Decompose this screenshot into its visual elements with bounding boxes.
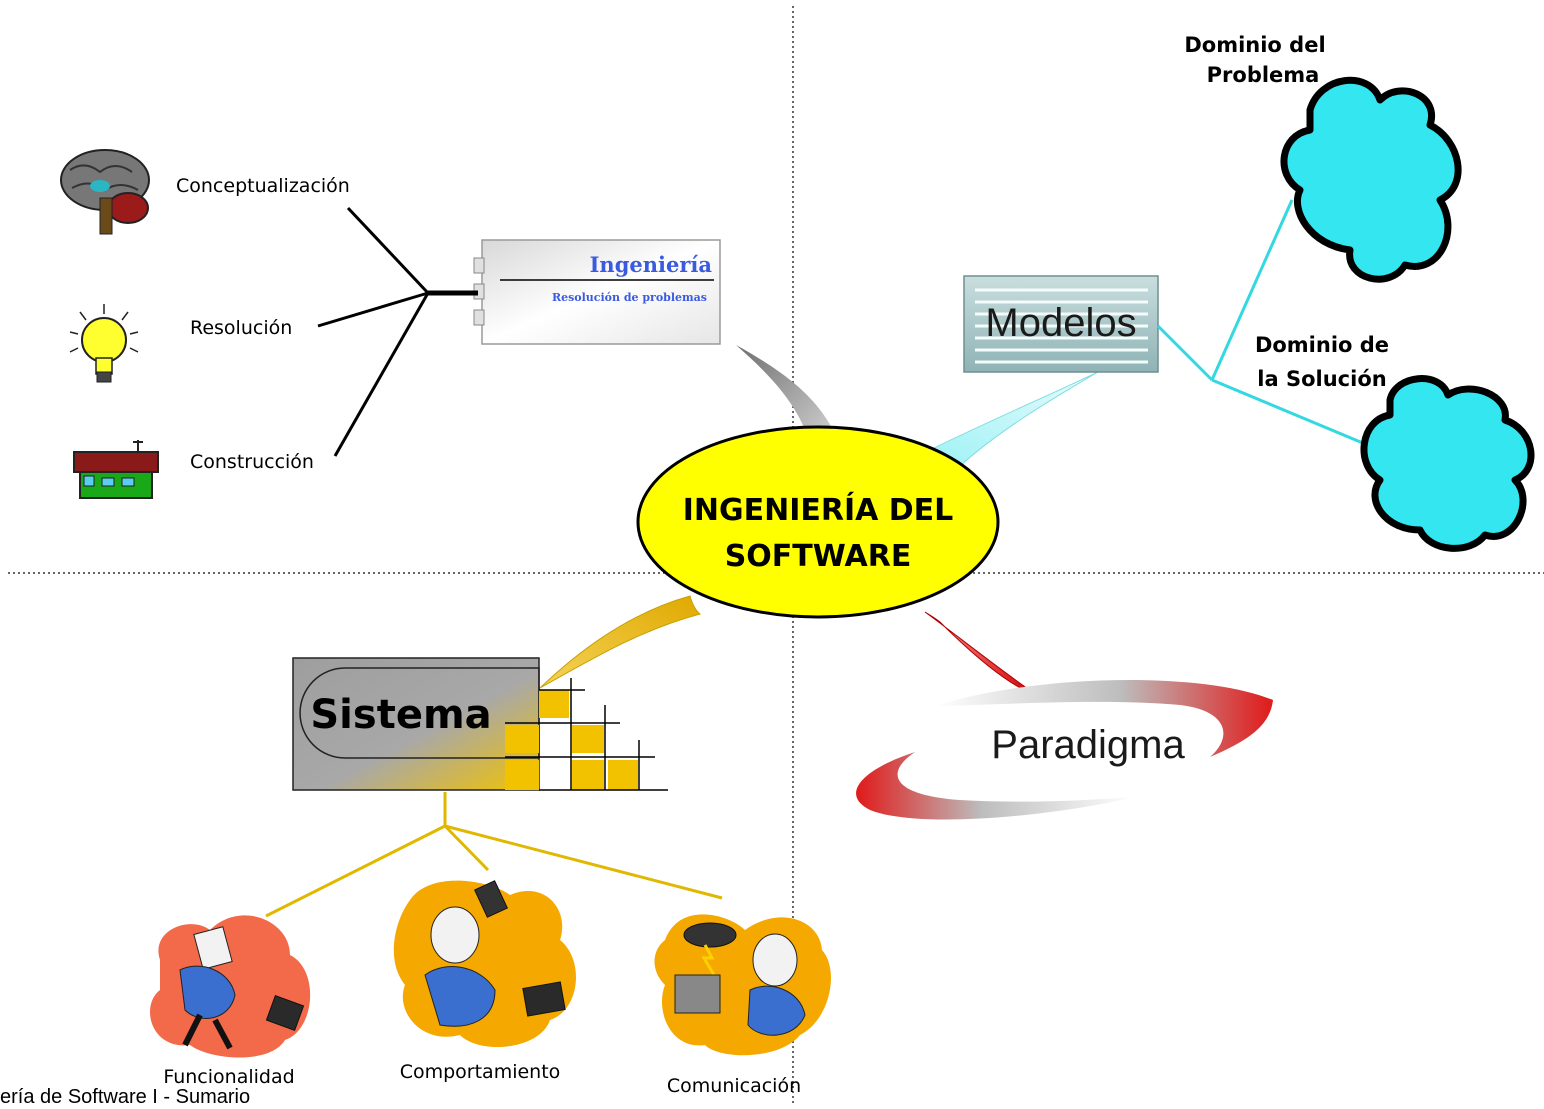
sistema-title: Sistema bbox=[310, 692, 491, 738]
ribbon-ingenieria bbox=[736, 345, 838, 450]
aspect-label-comportamiento: Comportamiento bbox=[400, 1061, 561, 1083]
modelos-node: Modelos bbox=[963, 275, 1159, 373]
center-title-line1: INGENIERÍA DEL bbox=[683, 492, 954, 528]
sistema-connectors bbox=[265, 792, 723, 918]
ingenieria-title: Ingeniería bbox=[590, 252, 713, 277]
cloud-solution-domain bbox=[1360, 375, 1535, 552]
comunicacion-illustration-icon bbox=[654, 914, 831, 1056]
problem-domain-line2: Problema bbox=[1207, 63, 1320, 87]
ribbon-sistema bbox=[539, 595, 702, 689]
solution-domain-line2: la Solución bbox=[1257, 367, 1386, 391]
ribbon-paradigma bbox=[924, 611, 1039, 697]
cloud-problem-domain bbox=[1280, 76, 1462, 283]
center-node: INGENIERÍA DEL SOFTWARE bbox=[636, 425, 1000, 619]
modelos-connectors bbox=[1156, 199, 1371, 448]
branch-label-conceptualizacion: Conceptualización bbox=[176, 175, 350, 197]
modelos-title: Modelos bbox=[985, 301, 1136, 345]
ingenieria-subtitle: Resolución de problemas bbox=[552, 291, 707, 304]
problem-domain-line1: Dominio del bbox=[1184, 33, 1325, 57]
comportamiento-illustration-icon bbox=[393, 880, 577, 1047]
ribbon-modelos bbox=[929, 371, 1099, 467]
funcionalidad-illustration-icon bbox=[150, 915, 311, 1058]
paradigma-node: Paradigma bbox=[856, 679, 1273, 820]
sistema-node: Sistema bbox=[292, 657, 668, 791]
paradigma-title: Paradigma bbox=[991, 723, 1185, 767]
solution-domain-line1: Dominio de bbox=[1255, 333, 1389, 357]
house-icon bbox=[73, 440, 159, 499]
brain-icon bbox=[60, 149, 150, 235]
branch-label-construccion: Construcción bbox=[190, 451, 314, 473]
footer-caption: ería de Software I - Sumario bbox=[0, 1086, 251, 1108]
aspect-label-funcionalidad: Funcionalidad bbox=[163, 1066, 294, 1088]
ingenieria-node: Ingeniería Resolución de problemas bbox=[473, 239, 721, 345]
ingenieria-branches bbox=[317, 206, 478, 457]
branch-label-resolucion: Resolución bbox=[190, 317, 292, 339]
center-title-line2: SOFTWARE bbox=[725, 539, 912, 574]
lightbulb-icon bbox=[69, 304, 139, 383]
aspect-label-comunicacion: Comunicación bbox=[667, 1075, 801, 1097]
